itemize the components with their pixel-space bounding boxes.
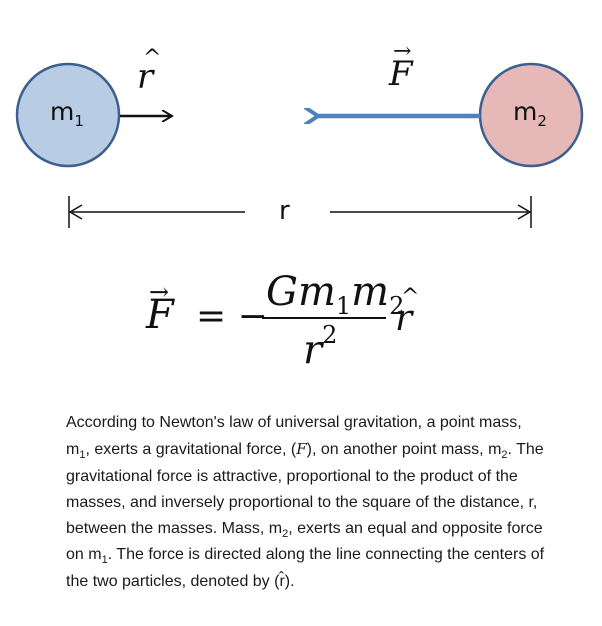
desc-sub-4: 1 — [101, 554, 108, 567]
description-paragraph: According to Newton's law of universal g… — [66, 410, 546, 595]
num-m2: m — [351, 269, 390, 315]
formula-vector-accent: → — [149, 278, 170, 306]
num-m1: m — [297, 269, 336, 315]
num-sub2: 2 — [389, 292, 405, 320]
formula-denominator: r2 — [303, 321, 337, 374]
distance-left-arrowhead — [68, 204, 83, 220]
formula-F: F — [146, 292, 174, 338]
mass2-subscript: 2 — [537, 112, 547, 130]
hat-accent: ^ — [143, 46, 162, 71]
formula-numerator: Gm1m2 — [266, 269, 404, 320]
formula-hat: ^ — [401, 285, 420, 310]
mass1-subscript: 1 — [74, 112, 84, 130]
force-letter: F — [389, 54, 413, 94]
mass2-letter: m — [513, 97, 538, 126]
distance-right-arrowhead — [517, 204, 532, 220]
desc-sub-2: 2 — [501, 449, 508, 462]
mass2-label: m2 — [513, 97, 547, 130]
force-label: →F — [389, 41, 413, 94]
desc-text-3: ), on another point mass, m — [306, 441, 502, 459]
desc-text-6: . The force is directed along the line c… — [66, 546, 545, 590]
den-exp: 2 — [322, 321, 338, 349]
formula-r: r — [395, 298, 413, 339]
desc-text-4: . The gravitational force is attractive,… — [66, 441, 544, 538]
den-r: r — [303, 327, 323, 374]
distance-label: r — [279, 196, 290, 226]
desc-unit-vector-symbol: r̂ — [279, 572, 285, 590]
desc-text-1: According to Newton's law of universal g… — [66, 414, 522, 459]
num-G: G — [266, 269, 298, 315]
mass1-label: m1 — [50, 97, 84, 130]
vector-arrow-accent: → — [393, 39, 412, 64]
desc-sub-1: 1 — [79, 449, 86, 462]
unit-vector-label: ^r — [137, 48, 161, 97]
formula-unit-vector: ^r — [395, 285, 419, 339]
desc-sub-3: 2 — [282, 528, 289, 541]
diagram-canvas — [15, 62, 584, 319]
unit-vector-letter: r — [137, 57, 154, 97]
formula-lhs: →F — [146, 278, 174, 338]
formula-equals: = − — [196, 296, 268, 337]
num-sub1: 1 — [335, 292, 352, 320]
desc-text-2: , exerts a gravitational force, ( — [85, 441, 297, 459]
mass1-letter: m — [50, 97, 75, 126]
desc-force-symbol: F — [296, 440, 307, 459]
desc-text-5: , exerts an equal and opposite force on … — [66, 520, 543, 564]
desc-text-7: ). — [284, 572, 295, 590]
mass1-circle — [15, 62, 121, 168]
